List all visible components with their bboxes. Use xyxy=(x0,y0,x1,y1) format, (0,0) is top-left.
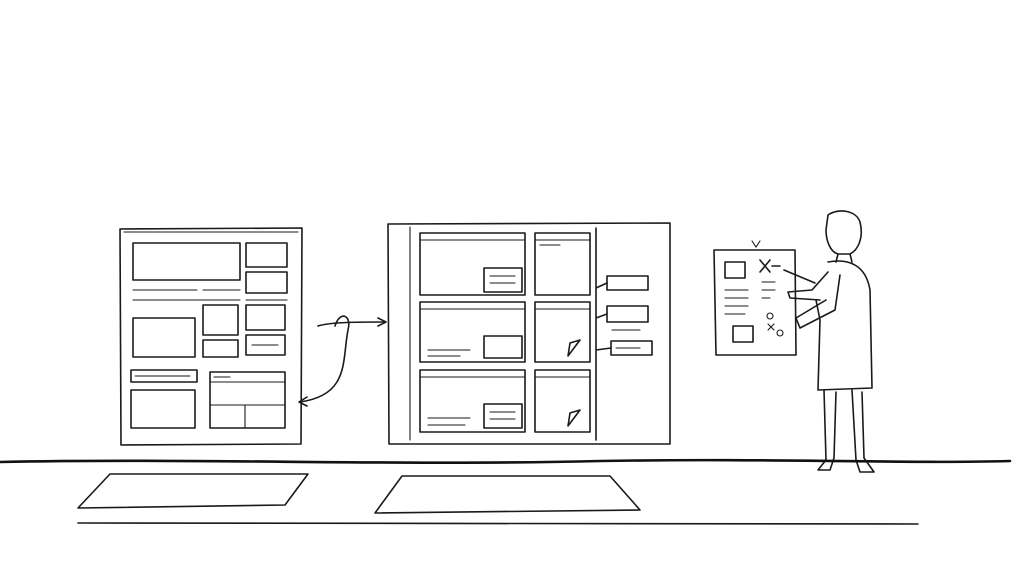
wireframe-board-middle xyxy=(387,222,671,445)
checklist-sheet xyxy=(713,240,797,356)
flow-arrow xyxy=(298,315,387,407)
wireframe-board-left xyxy=(119,227,303,446)
screen-card xyxy=(419,232,526,296)
floor xyxy=(0,458,1012,525)
person-figure xyxy=(783,210,875,473)
